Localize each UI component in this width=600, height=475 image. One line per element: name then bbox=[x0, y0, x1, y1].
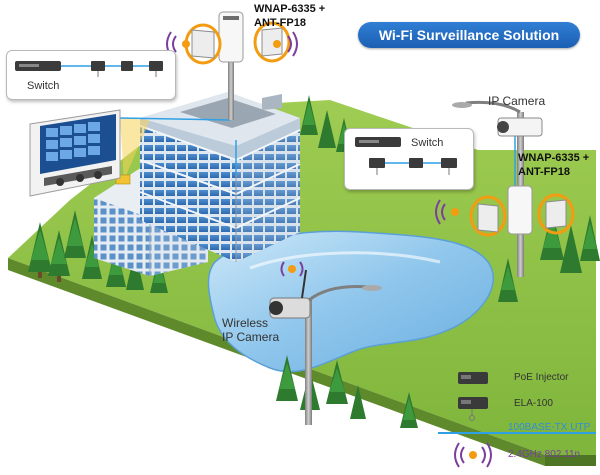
wireless-camera-pole bbox=[269, 261, 382, 425]
light-beam bbox=[120, 118, 150, 180]
ip-camera-label: IP Camera bbox=[488, 94, 546, 108]
building-main bbox=[139, 92, 301, 262]
device-label-right-line1: WNAP-6335 + bbox=[518, 152, 590, 164]
switch-callout-right: Switch bbox=[344, 128, 474, 190]
legend-icons bbox=[438, 372, 596, 468]
switch-label-left: Switch bbox=[27, 80, 60, 92]
wireless-camera-label-line1: Wireless bbox=[222, 316, 269, 330]
device-label-top-line2: ANT-FP18 bbox=[254, 17, 306, 29]
switch-devices-right bbox=[355, 137, 457, 175]
pond bbox=[207, 230, 494, 373]
legend-ela: ELA-100 bbox=[514, 398, 553, 409]
ceiling-device bbox=[115, 174, 131, 185]
switch-devices-left bbox=[15, 61, 163, 77]
diagram-title: Wi-Fi Surveillance Solution bbox=[358, 22, 580, 48]
wireless-camera-label-line2: IP Camera bbox=[222, 330, 280, 344]
legend-utp: 100BASE-TX UTP bbox=[508, 422, 591, 433]
switch-label-right: Switch bbox=[411, 137, 444, 149]
device-label-right-line2: ANT-FP18 bbox=[518, 166, 570, 178]
device-label-top-line1: WNAP-6335 + bbox=[254, 3, 326, 15]
legend-wifi: 2.4GHz 802.11n bbox=[508, 449, 581, 460]
right-pole bbox=[435, 100, 575, 277]
switch-callout-left: Switch bbox=[6, 50, 176, 100]
monitoring-room bbox=[29, 109, 121, 197]
legend-poe-injector: PoE Injector bbox=[514, 372, 569, 383]
